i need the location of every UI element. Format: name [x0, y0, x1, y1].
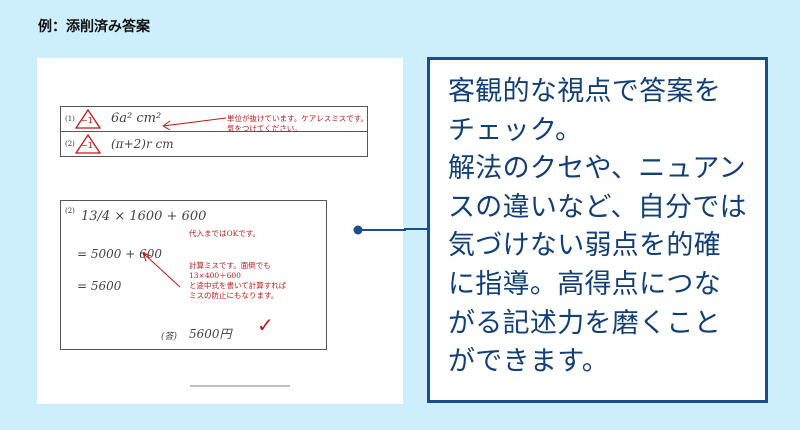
callout-line: 客観的な視点で答案を: [448, 76, 721, 107]
feedback-callout: 客観的な視点で答案を チェック。 解法のクセや、ニュアン スの違いなど、自分では…: [427, 57, 768, 403]
deduction-triangle-icon: [75, 134, 101, 154]
working-line: 13/4 × 1600 + 600: [81, 209, 207, 224]
deduction-triangle-icon: [75, 109, 101, 129]
check-mark-icon: ✓: [257, 313, 274, 337]
callout-line: がる記述力を磨くこと: [448, 307, 721, 339]
handwritten-answer: (π+2)r cm: [111, 137, 174, 151]
correction-comment: 代入まではOKです。: [189, 229, 261, 238]
deduction-mark: −1: [81, 116, 93, 125]
correction-comment: 単位が抜けています。ケアレスミスです。 気をつけてください。: [227, 114, 368, 133]
working-answer-box: (2) 13/4 × 1600 + 600 代入まではOKです。 = 5000 …: [60, 200, 327, 350]
callout-text: 客観的な視点で答案を チェック。 解法のクセや、ニュアン スの違いなど、自分では…: [448, 73, 747, 382]
callout-line: スの違いなど、自分では: [448, 191, 747, 223]
callout-line: ができます。: [448, 346, 610, 378]
correction-comment: 計算ミスです。面倒でも 13×400＋600 と途中式を書いて計算すれば ミスの…: [189, 261, 287, 300]
callout-line: 気づけない弱点を的確: [448, 230, 721, 262]
working-line: = 5600: [77, 279, 122, 293]
working-line: = 5000 + 600: [77, 247, 162, 261]
final-answer-label: (答): [161, 332, 178, 342]
callout-line: 解法のクセや、ニュアン: [448, 153, 746, 185]
example-heading: 例：添削済み答案: [38, 19, 150, 35]
question-number: (2): [65, 207, 75, 215]
answer-row-2: (2) −1 (π+2)r cm: [60, 131, 368, 157]
callout-line: に指導。高得点につな: [448, 268, 721, 300]
corrected-answer-sheet: (1) −1 6a² cm² (2) −1 (π+2)r cm 単位が抜けていま…: [37, 58, 403, 404]
final-answer: 5600円: [189, 327, 232, 341]
callout-line: チェック。: [448, 114, 583, 146]
question-number: (2): [65, 140, 75, 148]
deduction-mark: −1: [81, 141, 93, 150]
handwritten-answer: 6a² cm²: [111, 111, 162, 126]
question-number: (1): [65, 115, 75, 123]
